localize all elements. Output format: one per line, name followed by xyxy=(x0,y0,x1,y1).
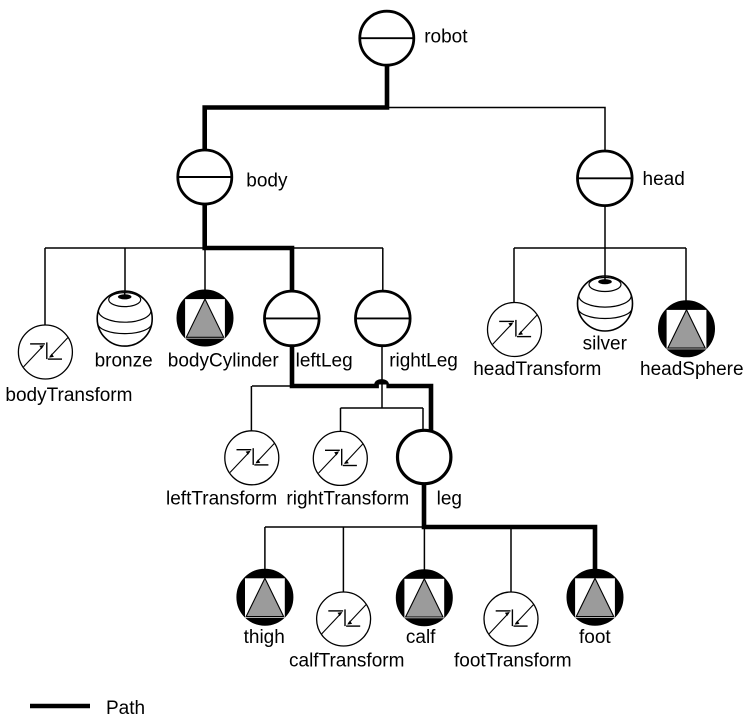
svg-text:calf: calf xyxy=(406,627,436,648)
svg-text:head: head xyxy=(643,169,685,190)
svg-text:bodyCylinder: bodyCylinder xyxy=(168,351,280,372)
svg-text:thigh: thigh xyxy=(244,627,285,648)
svg-text:rightTransform: rightTransform xyxy=(286,488,409,509)
svg-text:bodyTransform: bodyTransform xyxy=(5,385,132,406)
svg-text:leftLeg: leftLeg xyxy=(296,351,353,372)
svg-text:rightLeg: rightLeg xyxy=(389,351,458,372)
svg-text:foot: foot xyxy=(579,627,611,648)
svg-text:headTransform: headTransform xyxy=(473,359,601,380)
svg-text:headSphere: headSphere xyxy=(640,359,744,380)
svg-text:footTransform: footTransform xyxy=(454,650,572,671)
svg-text:leftTransform: leftTransform xyxy=(166,488,277,509)
svg-text:silver: silver xyxy=(583,333,628,354)
svg-text:bronze: bronze xyxy=(95,351,153,372)
svg-text:body: body xyxy=(246,171,288,192)
svg-text:robot: robot xyxy=(424,27,468,48)
svg-text:Path: Path xyxy=(106,698,145,719)
svg-text:leg: leg xyxy=(437,489,462,510)
svg-text:calfTransform: calfTransform xyxy=(289,650,404,671)
